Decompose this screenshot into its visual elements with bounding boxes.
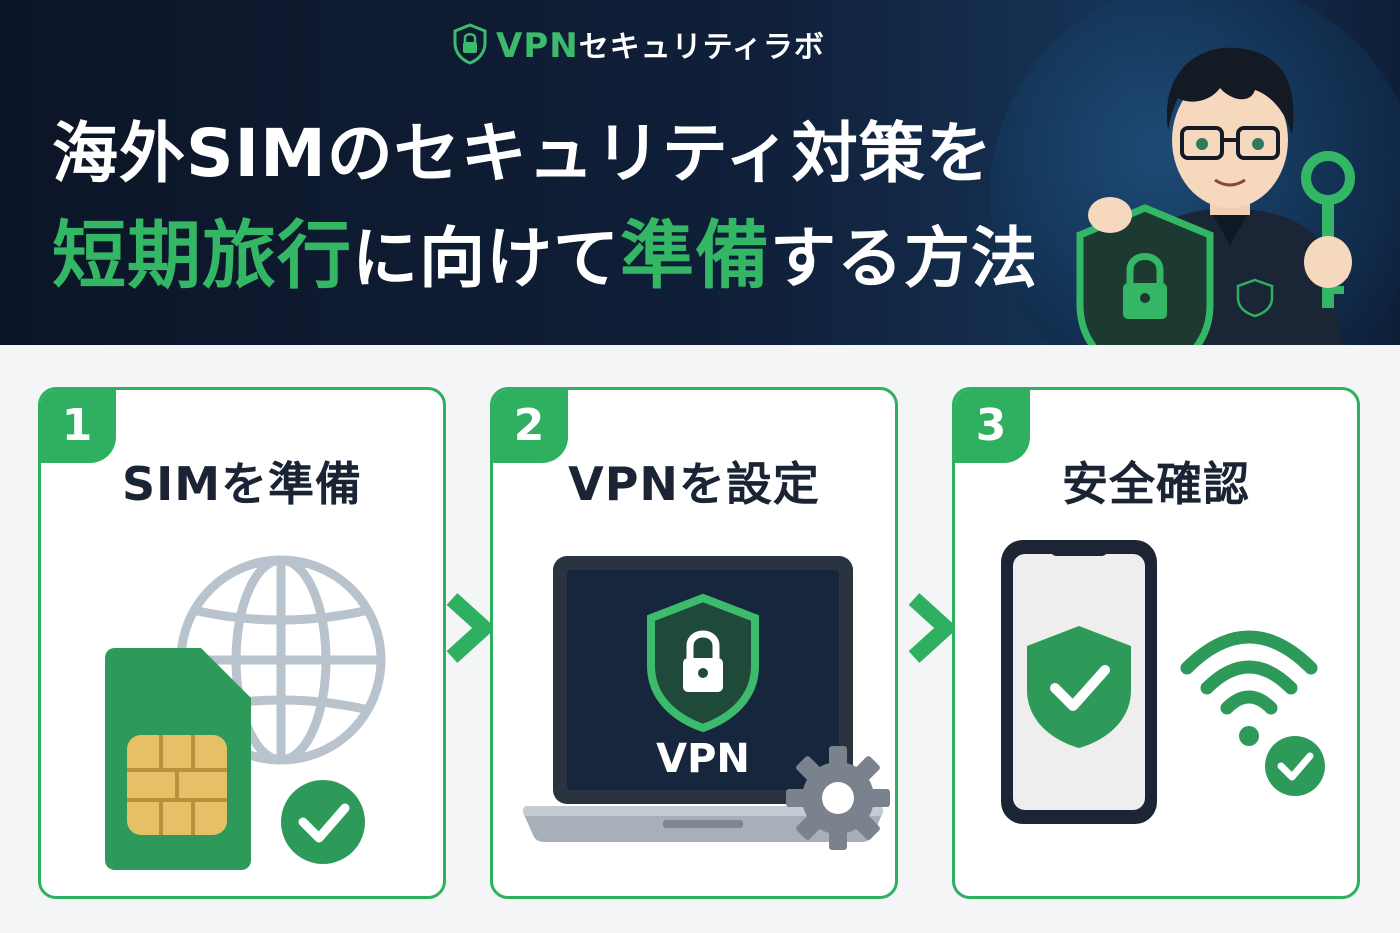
step-card-3: 3 安全確認 bbox=[952, 387, 1360, 899]
step-card-1: 1 SIMを準備 bbox=[38, 387, 446, 899]
brand-rest: セキュリティラボ bbox=[578, 30, 825, 65]
title-end: する方法 bbox=[770, 220, 1038, 297]
title-mid: に向けて bbox=[352, 220, 620, 297]
gear-icon bbox=[786, 746, 890, 850]
laptop-icon: VPN bbox=[523, 556, 883, 842]
mascot-illustration bbox=[1076, 47, 1355, 345]
sim-card-icon bbox=[105, 648, 251, 870]
shield-check-icon bbox=[1027, 626, 1131, 748]
hero-banner: VPNセキュリティラボ 海外SIMのセキュリティ対策を 短期旅行に向けて準備する… bbox=[0, 0, 1400, 345]
title-highlight-prepare: 準備 bbox=[620, 213, 770, 299]
step-title: 安全確認 bbox=[1062, 457, 1250, 511]
check-icon bbox=[281, 780, 365, 864]
smartphone-icon bbox=[1001, 540, 1157, 824]
chevron-right-icon bbox=[908, 593, 958, 663]
step-title: SIMを準備 bbox=[121, 457, 363, 511]
title-highlight-travel: 短期旅行 bbox=[52, 213, 352, 299]
step-number-badge: 2 bbox=[493, 390, 568, 463]
chevron-right-icon bbox=[446, 593, 496, 663]
brand-logo: VPNセキュリティラボ bbox=[452, 22, 825, 66]
step-title: VPNを設定 bbox=[568, 457, 820, 511]
brand-accent: VPN bbox=[496, 26, 579, 66]
lock-shield-icon bbox=[453, 23, 487, 65]
vpn-screen-label: VPN bbox=[656, 736, 750, 782]
wifi-icon bbox=[1180, 630, 1318, 715]
step-number-badge: 1 bbox=[41, 390, 116, 463]
step-number-badge: 3 bbox=[955, 390, 1030, 463]
step-card-2: 2 VPNを設定 VPN bbox=[490, 387, 898, 899]
check-icon bbox=[1265, 736, 1325, 796]
steps-section: 1 SIMを準備 bbox=[0, 345, 1400, 933]
title-line-2: 短期旅行に向けて準備する方法 bbox=[52, 196, 1038, 303]
title-line-1: 海外SIMのセキュリティ対策を bbox=[52, 115, 993, 192]
